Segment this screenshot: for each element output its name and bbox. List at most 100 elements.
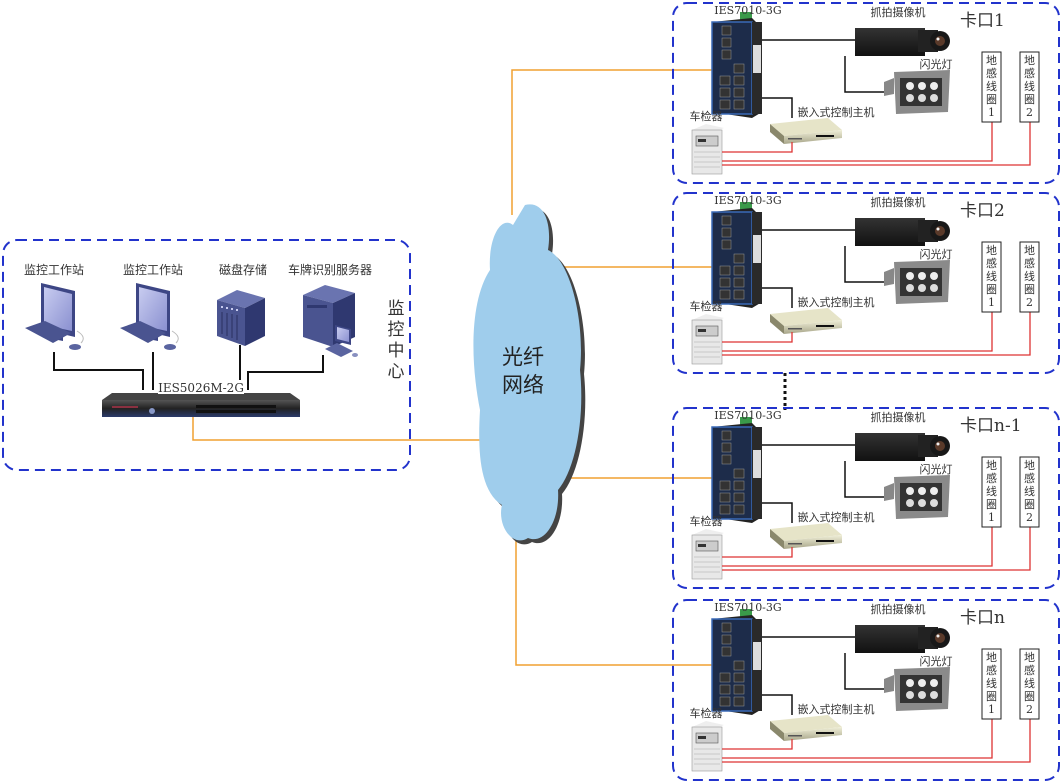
workstation-icon (25, 283, 84, 350)
device-label-disk-storage: 磁盘存储 (219, 262, 267, 277)
control-center-title-char: 心 (388, 362, 405, 382)
camera-label: 抓拍摄像机 (871, 410, 926, 424)
ground-loop-label-char: 线 (986, 79, 997, 93)
signal-link (722, 547, 793, 558)
ground-loop-label-char: 1 (988, 296, 995, 309)
ground-loop-label-char: 感 (986, 67, 997, 80)
control-center-title-char: 控 (388, 320, 405, 340)
ground-loop-label-char: 线 (1024, 676, 1035, 690)
core-switch-label: IES5026M-2G (158, 381, 244, 395)
network-label-line-2: 网络 (502, 373, 544, 397)
ground-loop-label-char: 线 (986, 269, 997, 283)
embedded-controller-icon (770, 118, 842, 144)
ground-loop-label-char: 线 (986, 484, 997, 498)
flash-light-icon (884, 260, 950, 304)
signal-link (722, 527, 1031, 571)
signal-link (722, 719, 993, 759)
checkpoint-border (672, 407, 1060, 589)
detector-label: 车检器 (690, 514, 723, 528)
signal-link (722, 719, 1031, 763)
ground-loop-label-char: 2 (1026, 703, 1033, 716)
switch-label: IES7010-3G (714, 4, 781, 17)
ground-loop-label-char: 线 (1024, 484, 1035, 498)
detector-label: 车检器 (690, 109, 723, 123)
fiber-link-checkpoint-1 (511, 69, 715, 215)
device-label-workstation-1: 监控工作站 (24, 263, 84, 277)
ground-loop-label-char: 感 (1024, 257, 1035, 270)
copper-link (844, 653, 884, 690)
ground-loop-label-char: 感 (1024, 67, 1035, 80)
cloud-icon: 光纤 网络 (473, 204, 586, 545)
ground-loop-label-char: 2 (1026, 296, 1033, 309)
flash-light-icon (884, 70, 950, 114)
ground-loop-label-char: 2 (1026, 511, 1033, 524)
ground-loop-box (1019, 648, 1040, 720)
ground-loop-label-char: 感 (1024, 472, 1035, 485)
copper-link (762, 694, 793, 715)
camera-label: 抓拍摄像机 (871, 602, 926, 616)
industrial-switch-icon (711, 609, 762, 715)
signal-link (722, 142, 793, 153)
ground-loop-label-char: 圈 (986, 283, 997, 296)
camera-icon (855, 28, 950, 56)
ground-loop-label-char: 地 (1024, 244, 1035, 257)
ground-loop-label-char: 1 (988, 511, 995, 524)
fiber-link-control-center (192, 417, 485, 441)
camera-label: 抓拍摄像机 (871, 195, 926, 209)
ground-loop-label-char: 圈 (1024, 283, 1035, 296)
ground-loop-label-char: 圈 (1024, 690, 1035, 703)
industrial-switch-icon (711, 12, 762, 118)
ground-loop-box (1019, 51, 1040, 123)
ground-loop-label-char: 感 (986, 472, 997, 485)
server-icon (303, 285, 358, 357)
signal-link (722, 527, 993, 567)
flash-light-icon (884, 667, 950, 711)
flash-light-icon (884, 475, 950, 519)
fiber-link-checkpoint-n (515, 540, 715, 666)
ground-loop-label-char: 地 (1024, 651, 1035, 664)
industrial-switch-icon (711, 202, 762, 308)
control-center-title-char: 中 (388, 341, 405, 361)
signal-link (722, 122, 1031, 166)
ground-loop-label-char: 圈 (1024, 93, 1035, 106)
detector-label: 车检器 (690, 706, 723, 720)
signal-link (722, 332, 793, 343)
ground-loop-label-char: 感 (986, 257, 997, 270)
control-center-border (2, 239, 411, 471)
ground-loop-box (981, 51, 1002, 123)
controller-label: 嵌入式控制主机 (798, 295, 875, 309)
copper-link (762, 502, 793, 523)
workstation-icon (120, 283, 179, 350)
controller-label: 嵌入式控制主机 (798, 105, 875, 119)
control-center-title-char: 监 (388, 299, 405, 319)
camera-icon (855, 433, 950, 461)
switch-label: IES7010-3G (714, 409, 781, 422)
ground-loop-label-char: 地 (986, 54, 997, 67)
ground-loop-label-char: 地 (986, 244, 997, 257)
vehicle-detector-icon (691, 529, 724, 580)
vehicle-detector-icon (691, 721, 724, 772)
flash-label: 闪光灯 (920, 57, 953, 71)
ground-loop-box (1019, 241, 1040, 313)
rack-switch-icon (102, 393, 300, 417)
fiber-links (192, 69, 715, 666)
ground-loop-label-char: 1 (988, 106, 995, 119)
switch-label: IES7010-3G (714, 601, 781, 614)
ground-loop-label-char: 圈 (986, 93, 997, 106)
camera-icon (855, 625, 950, 653)
checkpoint-border (672, 192, 1060, 374)
flash-label: 闪光灯 (920, 247, 953, 261)
core-switch-label-bg (158, 380, 244, 394)
embedded-controller-icon (770, 715, 842, 741)
ground-loop-label-char: 地 (986, 651, 997, 664)
ground-loop-box (981, 241, 1002, 313)
embedded-controller-icon (770, 523, 842, 549)
checkpoint-border (672, 2, 1060, 184)
ground-loop-label-char: 2 (1026, 106, 1033, 119)
copper-link (762, 97, 793, 118)
ground-loop-label-char: 圈 (986, 690, 997, 703)
ground-loop-label-char: 地 (1024, 54, 1035, 67)
